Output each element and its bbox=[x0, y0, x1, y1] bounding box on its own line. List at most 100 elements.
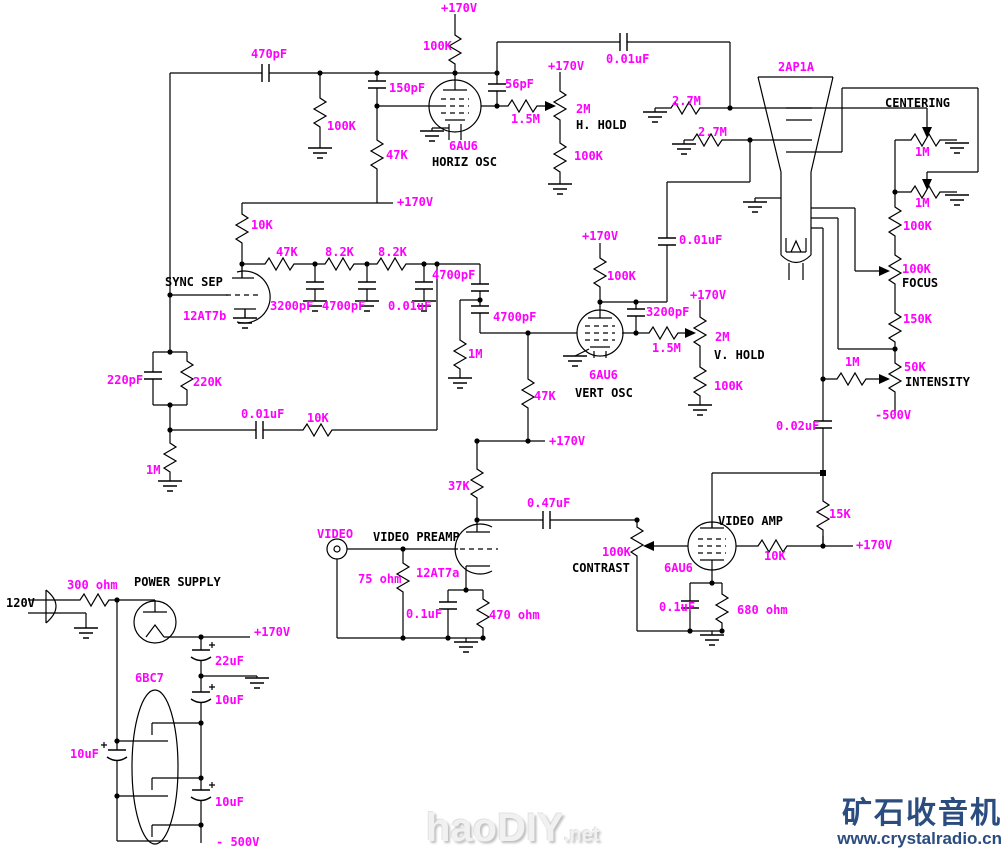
schematic-label: 220pF bbox=[107, 373, 144, 387]
schematic-label: 150pF bbox=[389, 81, 426, 95]
schematic-label: 470 ohm bbox=[489, 608, 540, 622]
schematic-label: 3200pF bbox=[270, 299, 314, 313]
crystalradio-watermark: 矿石收音机 www.crystalradio.cn bbox=[837, 798, 1002, 848]
schematic-label: 47K bbox=[276, 245, 298, 259]
schematic-label: HORIZ OSC bbox=[432, 155, 498, 169]
schematic-label: SYNC SEP bbox=[165, 275, 223, 289]
schematic-label: +170V bbox=[254, 625, 291, 639]
schematic-label: 6AU6 bbox=[664, 561, 693, 575]
schematic-label: 10K bbox=[251, 218, 273, 232]
schematic-label: 0.01uF bbox=[679, 233, 723, 247]
schematic-label: 8.2K bbox=[378, 245, 407, 259]
crystalradio-site-url: www.crystalradio.cn bbox=[837, 829, 1002, 848]
schematic-label: 10uF bbox=[70, 747, 99, 761]
schematic-label: 10uF bbox=[215, 693, 244, 707]
schematic-label: 120V bbox=[6, 596, 35, 610]
schematic-label: +170V bbox=[548, 59, 585, 73]
schematic-label: 0.01uF bbox=[388, 299, 432, 313]
schematic-label: +170V bbox=[549, 434, 586, 448]
schematic-label: 0.01uF bbox=[606, 52, 650, 66]
schematic-label: INTENSITY bbox=[905, 375, 971, 389]
schematic-label: 2.7M bbox=[672, 94, 701, 108]
schematic-label: V. HOLD bbox=[714, 348, 765, 362]
schematic-label: 10K bbox=[764, 549, 786, 563]
schematic-label: 4700pF bbox=[322, 299, 366, 313]
schematic-label: 47K bbox=[534, 389, 556, 403]
schematic-label: 6AU6 bbox=[589, 368, 618, 382]
schematic-label: 1.5M bbox=[511, 112, 540, 126]
schematic-label: CONTRAST bbox=[572, 561, 630, 575]
schematic-label: 6BC7 bbox=[135, 671, 164, 685]
schematic-label: 0.02uF bbox=[776, 419, 820, 433]
schematic-label: VIDEO AMP bbox=[718, 514, 784, 528]
schematic-label: -500V bbox=[875, 408, 912, 422]
schematic-label: +170V bbox=[690, 288, 727, 302]
schematic-label: 0.1uF bbox=[406, 607, 443, 621]
schematic-label: 12AT7a bbox=[416, 566, 460, 580]
schematic-label: 1M bbox=[468, 347, 483, 361]
schematic-label: 10K bbox=[307, 411, 329, 425]
schematic-label: 1M bbox=[146, 463, 161, 477]
schematic-label: 75 ohm bbox=[358, 572, 402, 586]
schematic-label: VIDEO bbox=[317, 527, 354, 541]
schematic-label: 37K bbox=[448, 479, 470, 493]
schematic-label: 1M bbox=[915, 145, 930, 159]
schematic-label: 100K bbox=[574, 149, 603, 163]
schematic-label: 3200pF bbox=[646, 305, 690, 319]
tubes bbox=[131, 79, 737, 845]
schematic-label: 100K bbox=[327, 119, 356, 133]
schematic-label: 0.1uF bbox=[659, 600, 696, 614]
schematic-label: 1M bbox=[845, 355, 860, 369]
tube-6bc7 bbox=[131, 689, 179, 845]
schematic-label: 100K bbox=[602, 545, 631, 559]
tube-sync-sep bbox=[236, 270, 271, 324]
schematic-label: FOCUS bbox=[902, 276, 939, 290]
schematic-label: POWER SUPPLY bbox=[134, 575, 221, 589]
tube-video-preamp bbox=[454, 523, 493, 575]
schematic-label: 150K bbox=[903, 312, 932, 326]
schematic-label: 100K bbox=[714, 379, 743, 393]
schematic-label: 100K bbox=[903, 219, 932, 233]
schematic-label: 300 ohm bbox=[67, 578, 118, 592]
schematic-label: 100K bbox=[902, 262, 931, 276]
schematic-label: +170V bbox=[441, 1, 478, 15]
schematic-label: VERT OSC bbox=[575, 386, 633, 400]
schematic-label: 12AT7b bbox=[183, 309, 227, 323]
video-input-jack bbox=[326, 538, 348, 560]
schematic-label: 220K bbox=[193, 375, 222, 389]
schematic-label: 6AU6 bbox=[449, 139, 478, 153]
schematic-label: 1M bbox=[915, 196, 930, 210]
schematic-label: 56pF bbox=[505, 77, 534, 91]
schematic-label: 0.47uF bbox=[527, 496, 571, 510]
schematic-label: 0.01uF bbox=[241, 407, 285, 421]
schematic-label: 22uF bbox=[215, 654, 244, 668]
schematic-label: +170V bbox=[582, 229, 619, 243]
schematic-label: 100K bbox=[607, 269, 636, 283]
schematic-label: 50K bbox=[904, 360, 926, 374]
schematic-label: 100K bbox=[423, 39, 452, 53]
schematic-label: H. HOLD bbox=[576, 118, 627, 132]
schematic-label: 470pF bbox=[251, 47, 288, 61]
schematic-label: 2AP1A bbox=[778, 60, 815, 74]
schematic-label: - 500V bbox=[216, 835, 260, 849]
schematic-label: VIDEO PREAMP bbox=[373, 530, 460, 544]
schematic-label: +170V bbox=[397, 195, 434, 209]
schematic-label: 4700pF bbox=[493, 310, 537, 324]
schematic-label: 10uF bbox=[215, 795, 244, 809]
schematic-label: 47K bbox=[386, 148, 408, 162]
schematic-label: CENTERING bbox=[885, 96, 951, 110]
haodiy-logo-suffix: .net bbox=[563, 824, 600, 846]
schematic-label: 680 ohm bbox=[737, 603, 788, 617]
junction-dots bbox=[114, 70, 898, 828]
schematic-label: 4700pF bbox=[432, 268, 476, 282]
schematic-label: 8.2K bbox=[325, 245, 354, 259]
haodiy-watermark: haoDIY.net bbox=[426, 808, 599, 855]
schematic-label: 2.7M bbox=[698, 125, 727, 139]
schematic-label: 2M bbox=[576, 102, 591, 116]
crystalradio-site-name: 矿石收音机 bbox=[842, 797, 1002, 830]
schematic-label: 2M bbox=[715, 330, 730, 344]
schematic-label: +170V bbox=[856, 538, 893, 552]
